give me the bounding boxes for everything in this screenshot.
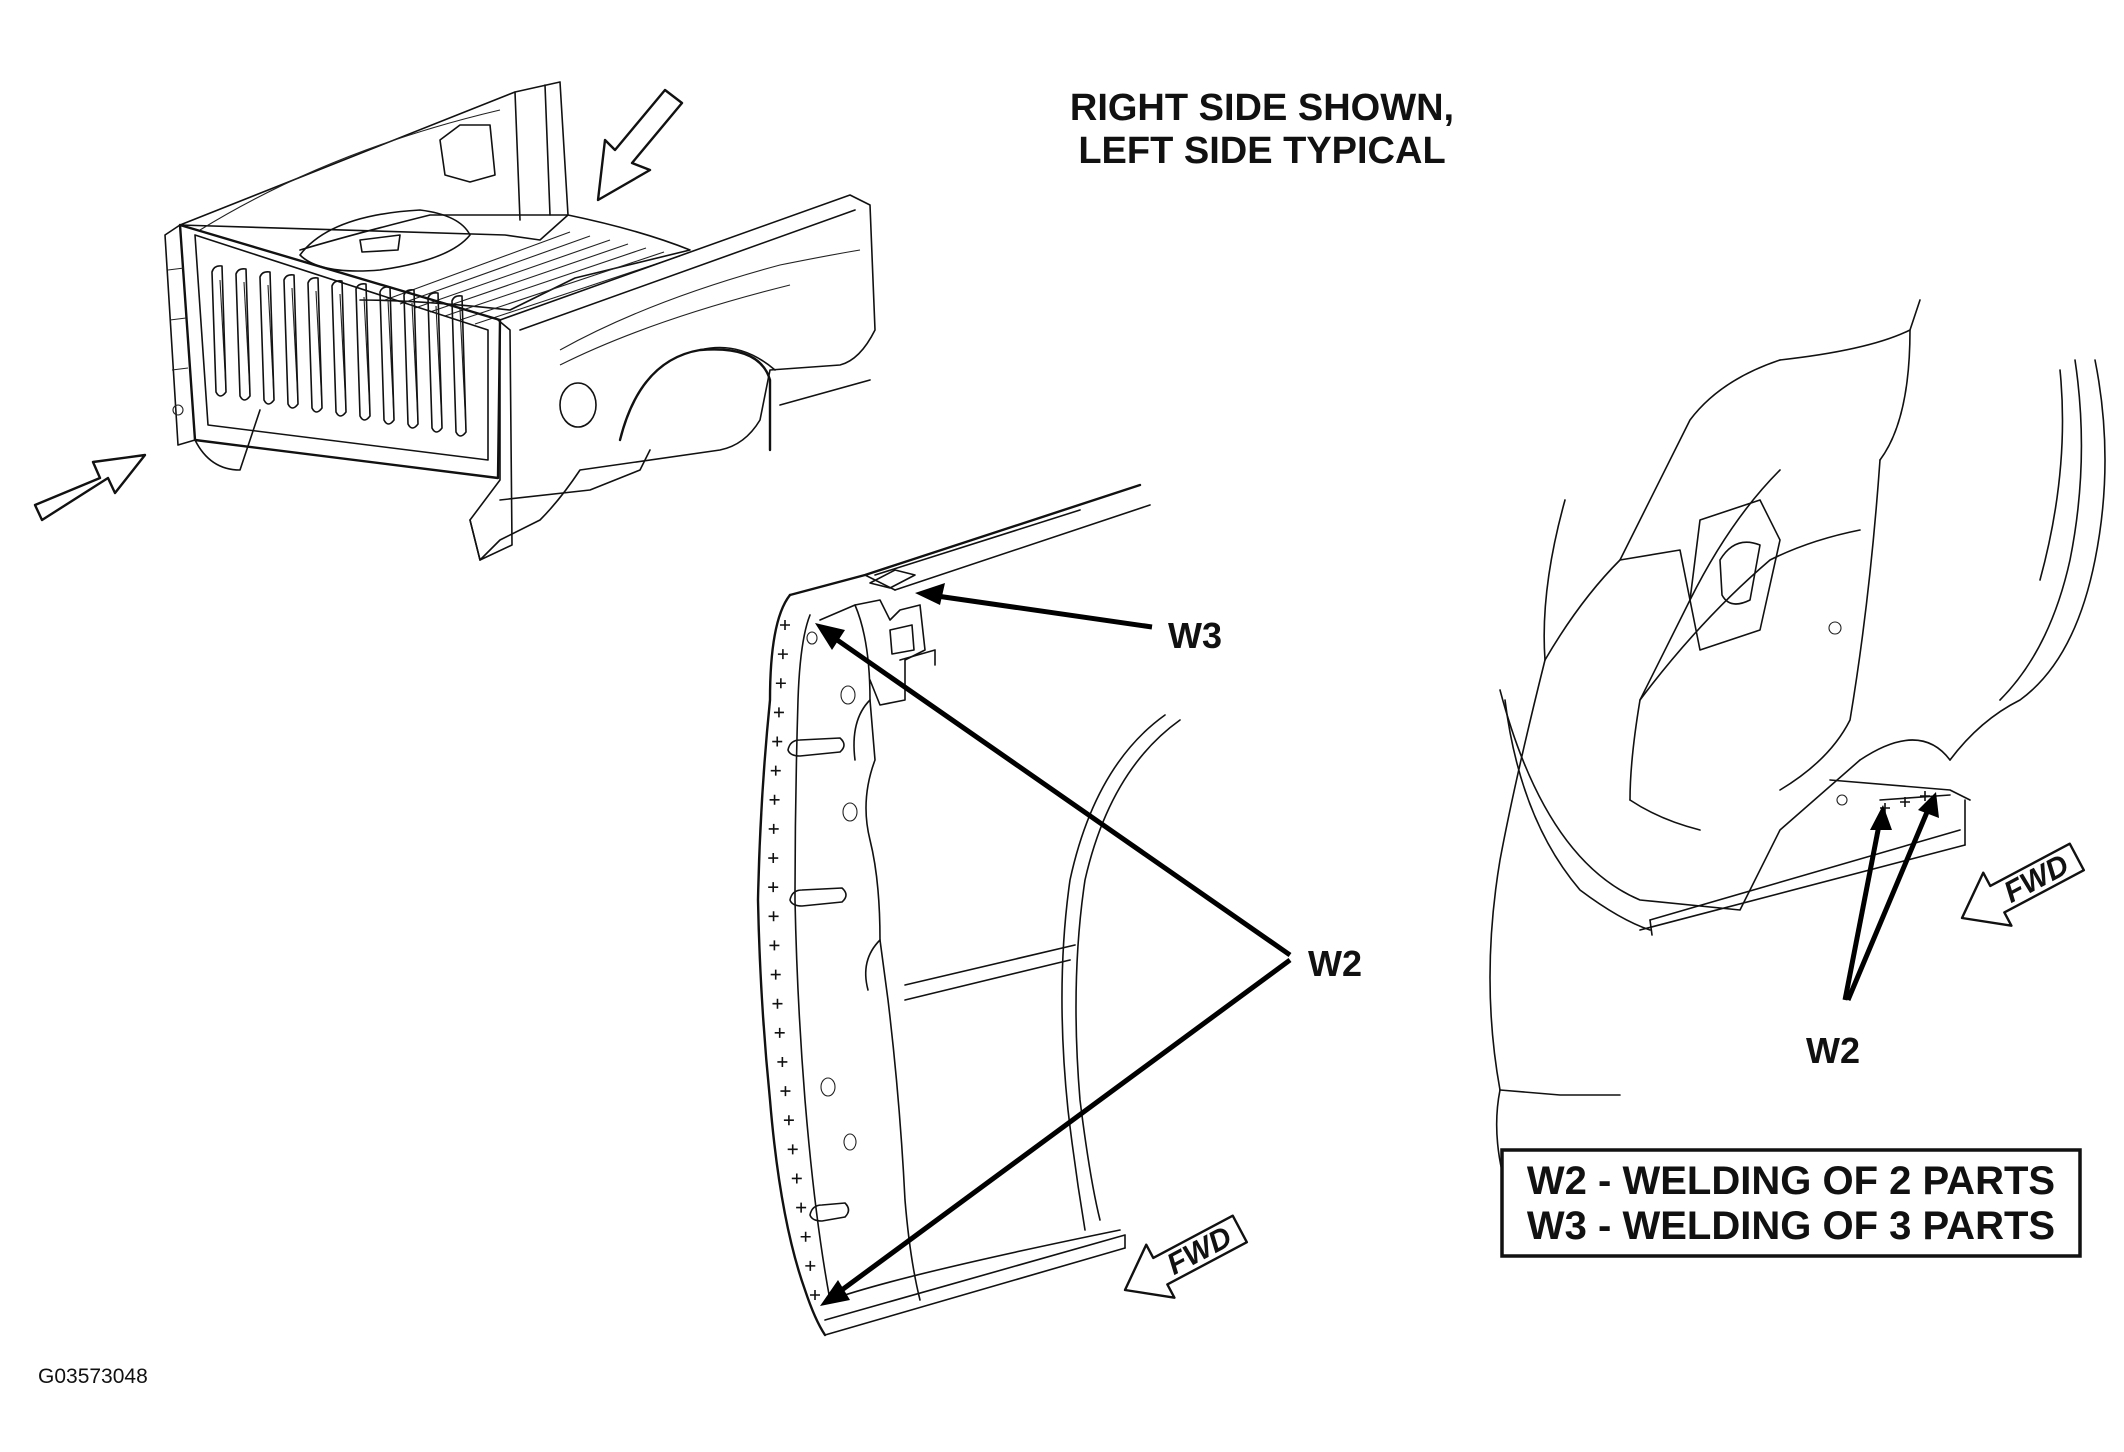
legend-line-1: W2 - WELDING OF 2 PARTS	[1527, 1159, 2055, 1203]
heading-line-2: LEFT SIDE TYPICAL	[1078, 130, 1445, 172]
fwd-label-right: FWD	[1999, 848, 2075, 909]
callout-w2-center: W2	[1308, 943, 1362, 984]
callout-w3: W3	[1168, 615, 1222, 656]
rear-pillar-detail	[756, 483, 1181, 1337]
w2-right-leaders	[1842, 792, 1939, 1001]
truck-bed-overview	[164, 81, 876, 561]
heading-line-1: RIGHT SIDE SHOWN,	[1070, 87, 1454, 129]
w3-leader	[915, 583, 1153, 630]
legend-line-2: W3 - WELDING OF 3 PARTS	[1527, 1204, 2055, 1248]
weld-mark-icon	[768, 620, 1930, 1300]
w2-center-leaders	[815, 623, 1292, 1306]
weld-legend: W2 - WELDING OF 2 PARTS W3 - WELDING OF …	[1500, 1148, 2082, 1258]
figure-code: G03573048	[38, 1365, 148, 1388]
fwd-arrow-icon: FWD	[1960, 842, 2086, 927]
fwd-label-center: FWD	[1162, 1220, 1238, 1281]
fwd-arrow-icon: FWD	[1123, 1214, 1249, 1299]
overview-arrow-icon	[33, 453, 147, 522]
inner-panel-detail	[1489, 299, 2106, 1201]
overview-arrow-icon	[596, 88, 684, 202]
callout-w2-right: W2	[1806, 1030, 1860, 1071]
